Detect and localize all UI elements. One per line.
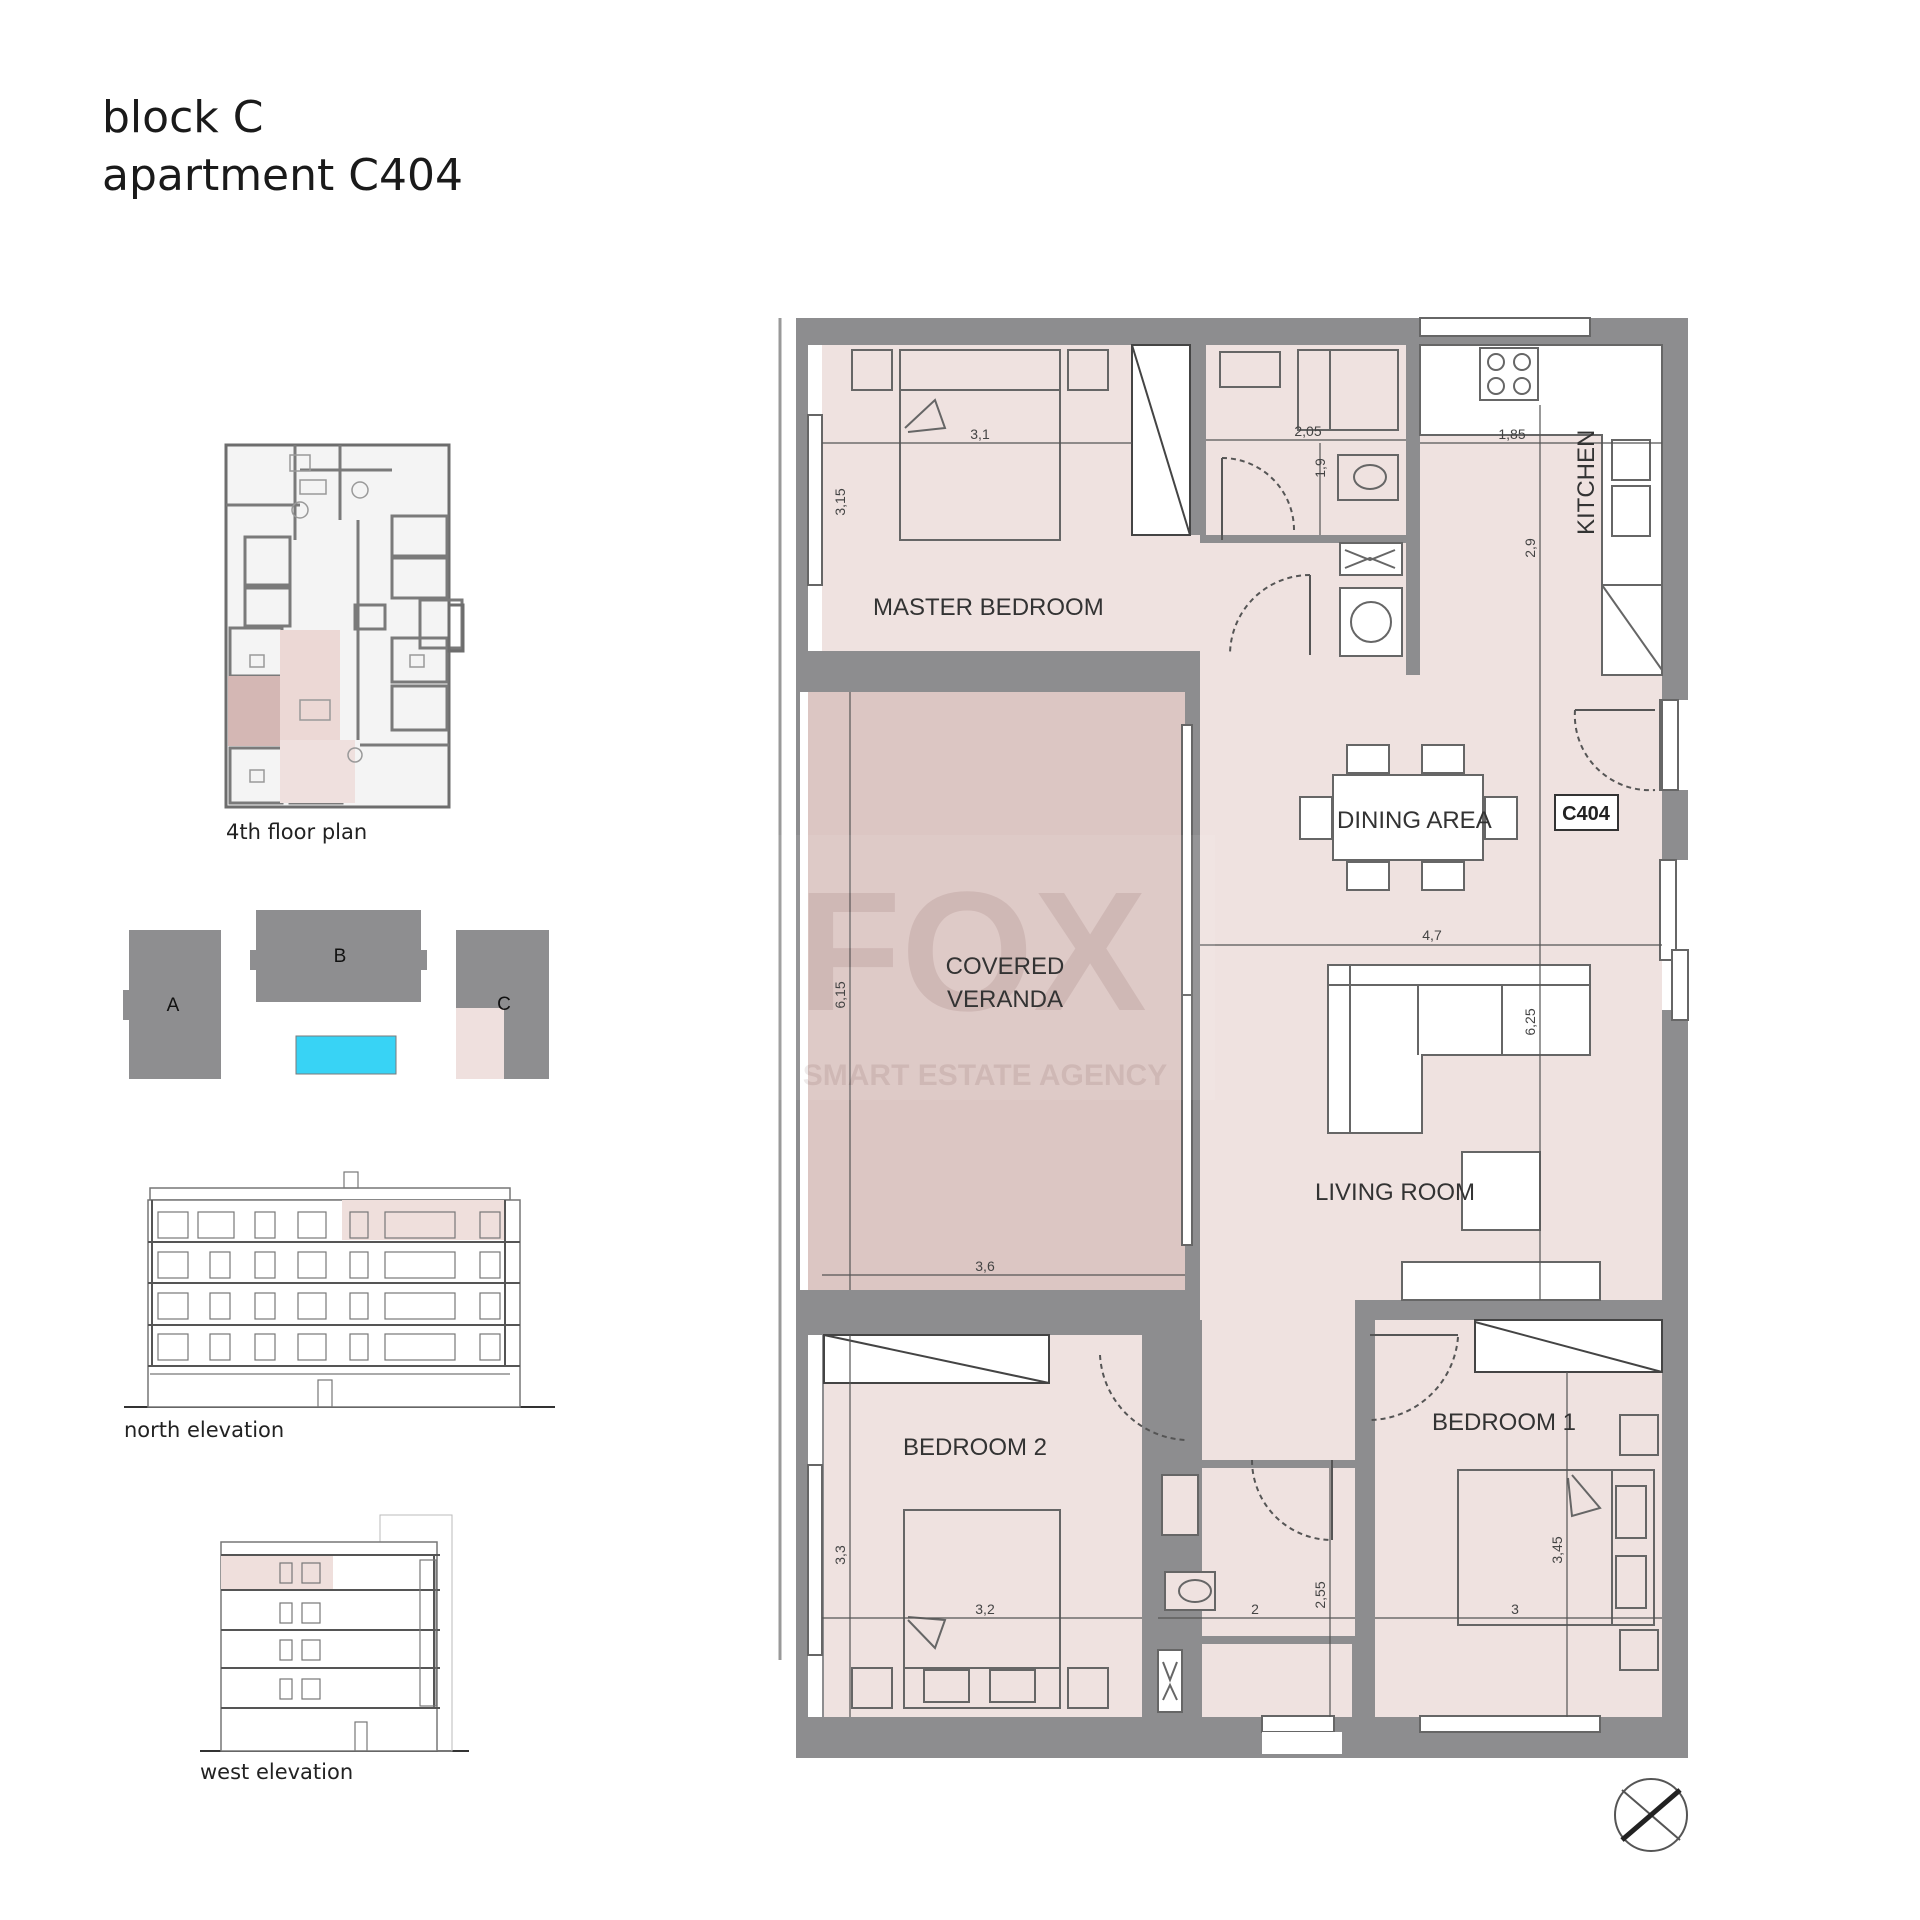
watermark-brand: FOX — [797, 857, 1146, 1047]
tv-unit — [1401, 1261, 1601, 1301]
building-c-label: C — [497, 994, 511, 1015]
dining-area-label: DINING AREA — [1337, 807, 1492, 834]
bedroom-2-label: BEDROOM 2 — [903, 1434, 1047, 1461]
room-labels: MASTER BEDROOM KITCHEN DINING AREA COVER… — [873, 430, 1600, 1461]
floor-plan-caption: 4th floor plan — [226, 820, 368, 844]
bathroom-2-fixtures — [1157, 1474, 1216, 1713]
north-elevation-thumbnail[interactable] — [124, 1171, 555, 1408]
building-b-label: B — [334, 946, 347, 967]
watermark: FOX SMART ESTATE AGENCY — [730, 835, 1215, 1100]
bedroom-1-bed — [1457, 1414, 1659, 1671]
dim-master-width: 3,1 — [970, 426, 990, 442]
veranda-label-line-2: VERANDA — [947, 986, 1063, 1013]
dimension-lines — [822, 405, 1662, 1717]
dimension-labels: 3,1 3,15 2,05 1,9 1,85 2,9 4,7 6,25 6,15… — [832, 423, 1565, 1617]
site-plan-thumbnail[interactable]: A B C — [123, 910, 549, 1079]
sofa — [1327, 964, 1591, 1134]
west-elevation-thumbnail[interactable] — [200, 1514, 469, 1752]
kitchen-label: KITCHEN — [1573, 430, 1600, 535]
bathroom-1-fixtures — [1219, 349, 1403, 657]
dim-veranda-width: 3,6 — [975, 1258, 995, 1274]
kitchen-counter — [1419, 344, 1663, 676]
dim-veranda-depth: 6,15 — [832, 981, 848, 1008]
bedroom-1-wardrobe — [1474, 1319, 1663, 1373]
master-wardrobe — [1131, 344, 1191, 536]
dim-bath2-width: 2 — [1251, 1601, 1259, 1617]
dim-kitchen-depth: 2,9 — [1522, 538, 1538, 558]
north-elevation-caption: north elevation — [124, 1418, 285, 1442]
unit-tag: C404 — [1554, 794, 1619, 831]
bedroom-2-wardrobe — [823, 1334, 1050, 1384]
dim-bath-width: 2,05 — [1294, 423, 1321, 439]
dim-bedroom1-width: 3 — [1511, 1601, 1519, 1617]
watermark-tagline: SMART ESTATE AGENCY — [803, 1059, 1167, 1092]
dim-bedroom1-depth: 3,45 — [1549, 1536, 1565, 1563]
block-title: block C — [102, 92, 264, 143]
covered-veranda-floor[interactable] — [808, 692, 1188, 1290]
master-bedroom-label: MASTER BEDROOM — [873, 594, 1104, 621]
apartment-title: apartment C404 — [102, 150, 463, 201]
west-elevation-caption: west elevation — [200, 1760, 354, 1784]
dim-master-depth: 3,15 — [832, 488, 848, 515]
dim-bedroom2-depth: 3,3 — [832, 1545, 848, 1565]
door-swings — [1099, 457, 1656, 1541]
hall-floor[interactable] — [1200, 1300, 1355, 1460]
dim-kitchen-width: 1,85 — [1498, 426, 1525, 442]
dim-bedroom2-width: 3,2 — [975, 1601, 995, 1617]
unit-tag-text: C404 — [1562, 803, 1611, 825]
bedroom-1-label: BEDROOM 1 — [1432, 1409, 1576, 1436]
living-room-label: LIVING ROOM — [1315, 1179, 1475, 1206]
dim-living-depth: 6,25 — [1522, 1008, 1538, 1035]
bedroom-2-bed — [851, 1509, 1109, 1709]
building-a-label: A — [167, 995, 180, 1016]
dim-bath-depth: 1,9 — [1312, 458, 1328, 478]
door-leaves — [1221, 458, 1655, 1540]
floor-plan-thumbnail[interactable] — [224, 443, 465, 809]
coffee-table — [1461, 1151, 1541, 1231]
master-bed — [851, 349, 1109, 541]
dining-table — [1299, 744, 1518, 891]
laundry-floor[interactable] — [1202, 1644, 1352, 1717]
dim-dining-width: 4,7 — [1422, 927, 1442, 943]
north-arrow — [1614, 1778, 1688, 1852]
veranda-label-line-1: COVERED — [946, 953, 1065, 980]
dim-bath2-depth: 2,55 — [1312, 1581, 1328, 1608]
